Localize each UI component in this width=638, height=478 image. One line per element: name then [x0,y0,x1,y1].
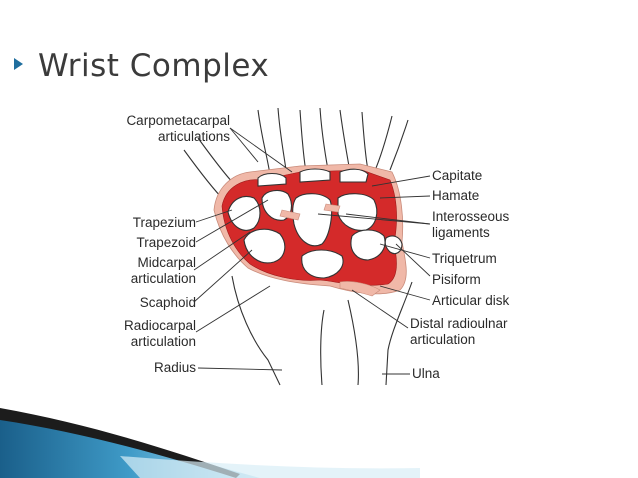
label-interosseous-line1: Interosseous [432,209,510,224]
label-hamate: Hamate [432,188,480,203]
leader-lines [193,127,431,375]
label-triquetrum: Triquetrum [432,251,497,266]
label-distal-radioulnar-line1: Distal radioulnar [410,316,508,331]
label-radius: Radius [153,360,196,375]
metacarpal-bases [257,168,369,187]
label-interosseous-line2: ligaments [432,225,490,240]
label-midcarpal-line1: Midcarpal [137,255,196,270]
label-distal-radioulnar: Distal radioulnar articulation [410,316,508,348]
trapezium-bone [227,195,261,231]
label-midcarpal-line2: articulation [130,271,196,286]
label-radiocarpal: Radiocarpal articulation [96,318,196,350]
label-radiocarpal-line2: articulation [130,334,196,349]
interosseous-ligaments [279,203,341,221]
label-capitate: Capitate [432,168,483,183]
label-scaphoid: Scaphoid [139,295,196,310]
slide-title: Wrist Complex [38,48,270,84]
carpal-bones [227,168,403,279]
label-carpometacarpal-line1: Carpometacarpal [126,113,230,128]
label-carpometacarpal-line2: articulations [157,129,230,144]
lunate-bone [301,249,344,279]
label-trapezium: Trapezium [132,215,196,230]
articular-disk-shape [339,281,381,297]
label-ulna: Ulna [412,366,440,381]
label-interosseous: Interosseous ligaments [432,209,509,241]
forearm-outline [183,107,413,386]
bullet-arrow-icon [14,58,23,70]
hamate-bone [337,193,378,231]
label-articular-disk: Articular disk [432,293,510,308]
decorative-swoosh [0,408,420,478]
label-trapezoid: Trapezoid [136,235,196,250]
scaphoid-bone [243,228,286,264]
triquetrum-bone [350,229,386,261]
label-pisiform: Pisiform [432,272,481,287]
label-radiocarpal-line1: Radiocarpal [123,318,196,333]
label-carpometacarpal: Carpometacarpal articulations [96,113,230,145]
label-distal-radioulnar-line2: articulation [410,332,476,347]
label-midcarpal: Midcarpal articulation [96,255,196,287]
